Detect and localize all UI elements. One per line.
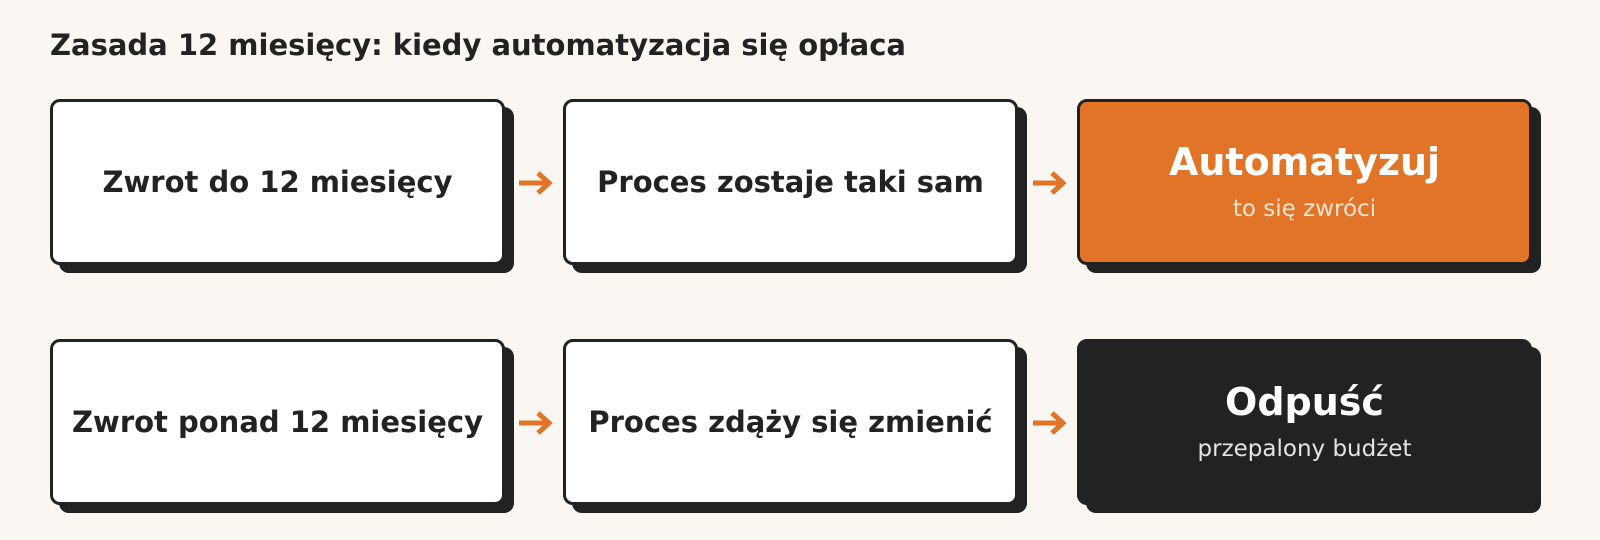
result-title: Odpuść xyxy=(1225,380,1384,425)
arrow-right-icon xyxy=(1030,163,1070,203)
result-subtitle: przepalony budżet xyxy=(1197,435,1412,462)
arrow-right-icon xyxy=(516,403,556,443)
process-box-changes: Proces zdąży się zmienić xyxy=(563,339,1018,505)
flow-row-skip: Zwrot ponad 12 miesięcy Proces zdąży się… xyxy=(0,339,1600,509)
page-title: Zasada 12 miesięcy: kiedy automatyzacja … xyxy=(50,28,906,62)
condition-box-over-12-months: Zwrot ponad 12 miesięcy xyxy=(50,339,505,505)
result-subtitle: to się zwróci xyxy=(1232,195,1377,222)
flow-row-automate: Zwrot do 12 miesięcy Proces zostaje taki… xyxy=(0,99,1600,269)
process-box-unchanged: Proces zostaje taki sam xyxy=(563,99,1018,265)
arrow-right-icon xyxy=(516,163,556,203)
process-label: Proces zostaje taki sam xyxy=(597,165,984,199)
condition-label: Zwrot do 12 miesięcy xyxy=(102,165,453,199)
condition-box-within-12-months: Zwrot do 12 miesięcy xyxy=(50,99,505,265)
result-title: Automatyzuj xyxy=(1168,140,1441,185)
process-label: Proces zdąży się zmienić xyxy=(588,405,993,439)
condition-label: Zwrot ponad 12 miesięcy xyxy=(72,405,483,439)
arrow-right-icon xyxy=(1030,403,1070,443)
result-box-automate: Automatyzuj to się zwróci xyxy=(1077,99,1532,265)
result-box-skip: Odpuść przepalony budżet xyxy=(1077,339,1532,505)
